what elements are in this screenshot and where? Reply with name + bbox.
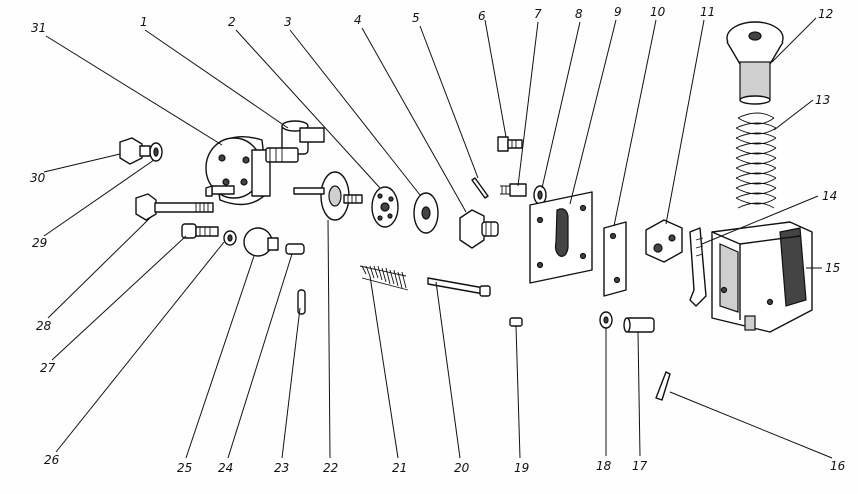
label-11: 11 xyxy=(700,5,715,19)
label-1: 1 xyxy=(140,15,148,29)
copper-ring-part xyxy=(149,142,163,162)
label-7: 7 xyxy=(534,7,542,21)
large-washer-part xyxy=(413,192,439,234)
coil-spring-part xyxy=(735,112,777,209)
short-pin-part xyxy=(285,243,305,255)
label-23: 23 xyxy=(274,461,289,475)
lever-part xyxy=(689,227,707,307)
label-21: 21 xyxy=(392,461,407,475)
short-screw-part xyxy=(497,136,523,152)
label-17: 17 xyxy=(632,459,648,473)
perforated-disc-part xyxy=(371,186,399,228)
long-rod-part xyxy=(427,277,491,297)
dowel-pin-part xyxy=(297,289,306,315)
narrow-plate-part xyxy=(603,221,627,297)
label-25: 25 xyxy=(177,461,192,475)
plug-bolt-part xyxy=(119,137,151,165)
label-30: 30 xyxy=(30,171,46,185)
label-18: 18 xyxy=(596,459,612,473)
label-24: 24 xyxy=(218,461,233,475)
main-frame-part xyxy=(711,221,813,333)
short-spring-part xyxy=(359,265,409,291)
label-19: 19 xyxy=(514,461,529,475)
label-15: 15 xyxy=(825,261,840,275)
housing-body-part xyxy=(205,136,271,206)
needle-part xyxy=(655,371,671,401)
tapered-cap-part xyxy=(726,21,784,105)
label-10: 10 xyxy=(650,5,666,19)
label-3: 3 xyxy=(284,15,292,29)
label-6: 6 xyxy=(478,9,486,23)
label-4: 4 xyxy=(354,13,362,27)
bolt-part xyxy=(500,183,527,197)
label-8: 8 xyxy=(575,7,583,21)
label-16: 16 xyxy=(830,459,846,473)
keyhole-plate-part xyxy=(529,191,593,284)
label-22: 22 xyxy=(323,461,338,475)
leader-lines xyxy=(43,17,833,459)
label-5: 5 xyxy=(412,11,420,25)
cylinder-pin-part xyxy=(623,317,655,333)
nozzle-nut-part xyxy=(459,209,499,249)
label-14: 14 xyxy=(822,189,837,203)
mushroom-head-part xyxy=(243,227,279,257)
label-2: 2 xyxy=(228,15,236,29)
small-ring-part xyxy=(599,311,613,329)
label-27: 27 xyxy=(40,361,56,375)
cap-screw-part xyxy=(181,223,219,239)
label-13: 13 xyxy=(815,93,830,107)
part-number-labels: 31 1 2 3 4 5 6 7 8 9 10 11 12 13 14 15 1… xyxy=(30,5,846,475)
small-washer-part xyxy=(223,230,237,246)
sealing-ring-part xyxy=(533,185,547,205)
banjo-fitting-part xyxy=(265,120,325,163)
small-pin-part xyxy=(471,177,489,199)
label-26: 26 xyxy=(44,453,60,467)
guide-block-part xyxy=(645,219,683,263)
label-29: 29 xyxy=(32,236,47,250)
label-9: 9 xyxy=(614,5,622,19)
poppet-disc-part xyxy=(293,171,363,221)
label-20: 20 xyxy=(454,461,470,475)
long-bolt-part xyxy=(135,193,214,221)
label-31: 31 xyxy=(31,21,46,35)
small-stud-part xyxy=(509,317,523,327)
label-28: 28 xyxy=(36,319,52,333)
label-12: 12 xyxy=(818,7,833,21)
